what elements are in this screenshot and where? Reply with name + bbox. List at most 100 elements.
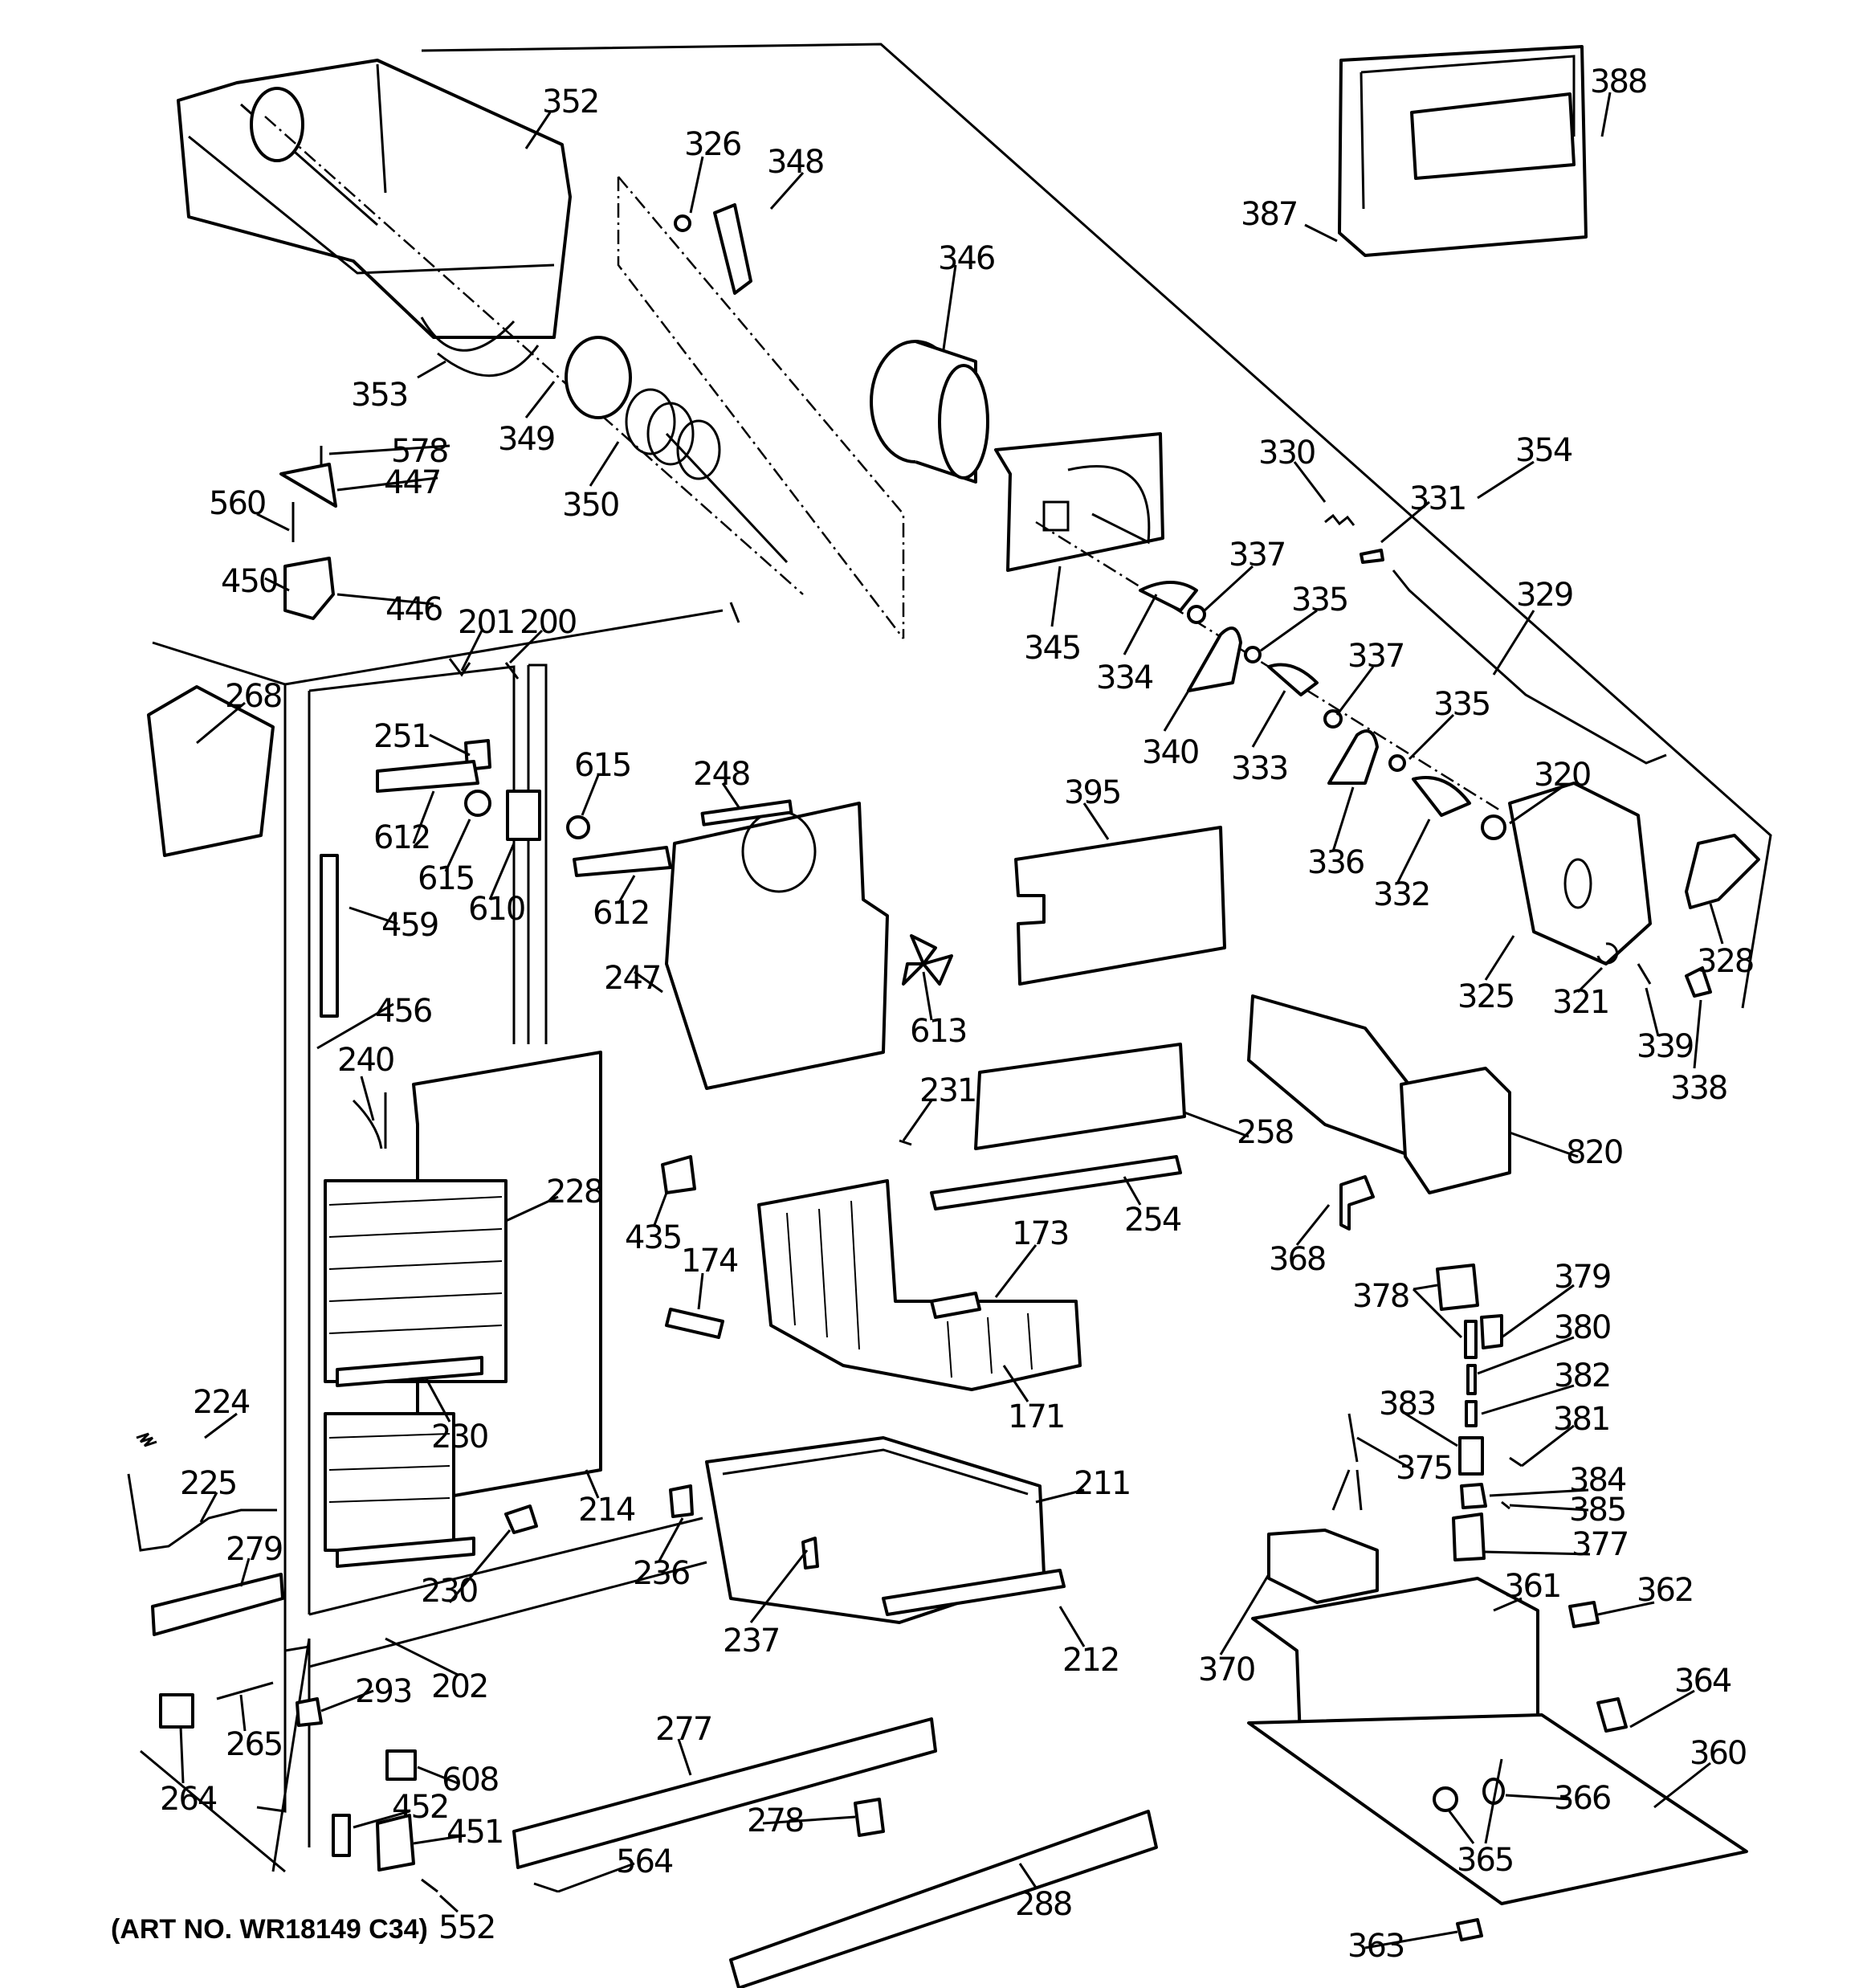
ice-bucket-352[interactable]: [177, 59, 572, 352]
bracket-377[interactable]: [1452, 1512, 1486, 1561]
label-615-b: 615: [418, 860, 474, 897]
bottom-rail-277[interactable]: [512, 1717, 937, 1869]
fan-motor-610[interactable]: [506, 790, 541, 841]
solenoid-378[interactable]: [1436, 1263, 1479, 1311]
defrost-heater-bracket-230-b[interactable]: [336, 1537, 475, 1568]
blade-332[interactable]: [1412, 776, 1471, 817]
clip-362[interactable]: [1568, 1601, 1600, 1628]
spring-224[interactable]: [136, 1432, 157, 1447]
crusher-housing-346[interactable]: [870, 340, 989, 484]
basket-stop-174[interactable]: [665, 1308, 724, 1339]
bin-trim-212[interactable]: [882, 1569, 1066, 1616]
spring-330[interactable]: [1324, 513, 1355, 526]
auger-axis: [264, 116, 804, 595]
cap-384[interactable]: [1460, 1483, 1487, 1509]
solenoid-link-331[interactable]: [1360, 549, 1384, 564]
screw-231[interactable]: [899, 1139, 912, 1146]
spacer-337-a[interactable]: [1187, 605, 1206, 624]
drain-tube-225[interactable]: [127, 1473, 277, 1552]
fan-blade-613[interactable]: [902, 934, 953, 986]
shield-395[interactable]: [1014, 826, 1226, 986]
pin-381[interactable]: [1509, 1456, 1523, 1468]
blade-334[interactable]: [1139, 581, 1198, 612]
label-362: 362: [1637, 1572, 1693, 1609]
channel-459[interactable]: [320, 854, 339, 1018]
top-hinge-446[interactable]: [283, 557, 335, 620]
motor-mount-plate-360[interactable]: [1247, 1713, 1748, 1905]
motor-bracket-612-b[interactable]: [573, 846, 672, 877]
bushing-320[interactable]: [1481, 814, 1506, 840]
actuator-rod-329[interactable]: [1392, 569, 1667, 765]
label-329: 329: [1516, 577, 1572, 614]
plunger-380-pin[interactable]: [1466, 1364, 1477, 1395]
bottom-hinge-451[interactable]: [376, 1814, 415, 1872]
harness-375[interactable]: [1331, 1413, 1363, 1511]
e-ring-321[interactable]: [1596, 942, 1619, 965]
retainer-clip-326[interactable]: [674, 214, 691, 232]
washer-335-a[interactable]: [1244, 646, 1262, 663]
screw-552[interactable]: [421, 1878, 438, 1893]
air-duct-seal-248[interactable]: [700, 799, 793, 827]
blade-340[interactable]: [1187, 627, 1242, 692]
blade-336[interactable]: [1327, 729, 1379, 785]
bin-support-236[interactable]: [669, 1484, 694, 1518]
light-socket-frame-268[interactable]: [147, 685, 275, 857]
bumper-363[interactable]: [1456, 1918, 1483, 1941]
bucket-bail-353[interactable]: [437, 345, 540, 378]
sleeve-383[interactable]: [1458, 1436, 1484, 1476]
leveler-278[interactable]: [854, 1798, 885, 1837]
defrost-heater-bracket-230-a[interactable]: [336, 1356, 483, 1387]
label-335-b: 335: [1433, 686, 1490, 723]
clip-435[interactable]: [661, 1155, 696, 1194]
label-459: 459: [381, 907, 438, 944]
auger-blade-348[interactable]: [713, 203, 752, 295]
grommet-365[interactable]: [1433, 1786, 1458, 1812]
auger-bearing-349[interactable]: [565, 336, 632, 419]
icemaker-820[interactable]: [1247, 994, 1511, 1194]
blade-333[interactable]: [1267, 663, 1319, 696]
auger-spiral-350[interactable]: [625, 388, 789, 564]
label-325: 325: [1457, 978, 1514, 1015]
grommet-615-a[interactable]: [464, 790, 491, 817]
roller-264[interactable]: [159, 1693, 194, 1729]
dispenser-door-388[interactable]: [1410, 92, 1576, 180]
thermostat-240[interactable]: [352, 1092, 387, 1149]
rail-279[interactable]: [151, 1573, 284, 1636]
air-duct-housing-247[interactable]: [665, 802, 889, 1090]
chute-door-338[interactable]: [1685, 966, 1712, 998]
grommet-615-b[interactable]: [566, 815, 590, 839]
plunger-380[interactable]: [1464, 1320, 1478, 1359]
label-340: 340: [1142, 734, 1198, 771]
toe-grille-288[interactable]: [729, 1810, 1158, 1988]
shelf-trim-254[interactable]: [930, 1155, 1182, 1210]
auger-motor-370[interactable]: [1267, 1529, 1379, 1604]
washer-335-b[interactable]: [1388, 754, 1406, 772]
basket-stop-173[interactable]: [930, 1292, 981, 1319]
auger-motor-housing-325[interactable]: [1508, 782, 1652, 965]
hinge-cover-447[interactable]: [279, 463, 337, 508]
label-214: 214: [578, 1492, 635, 1529]
evaporator-228[interactable]: [324, 1179, 508, 1552]
bin-latch-237[interactable]: [801, 1537, 819, 1570]
label-560: 560: [209, 485, 265, 522]
label-333: 333: [1231, 750, 1287, 787]
wire-basket-171[interactable]: [757, 1179, 1082, 1391]
cam-293[interactable]: [296, 1697, 323, 1727]
bracket-368[interactable]: [1339, 1175, 1375, 1231]
roller-axle-265[interactable]: [216, 1681, 274, 1700]
switch-608[interactable]: [385, 1749, 417, 1781]
label-258: 258: [1237, 1114, 1293, 1151]
screw-564[interactable]: [533, 1882, 559, 1893]
bearing-364[interactable]: [1596, 1697, 1628, 1733]
label-385: 385: [1569, 1492, 1625, 1529]
pin-339[interactable]: [1637, 963, 1652, 985]
cover-258[interactable]: [974, 1043, 1186, 1150]
spring-382[interactable]: [1465, 1400, 1478, 1427]
crusher-plate-345[interactable]: [994, 432, 1164, 572]
cover-379[interactable]: [1480, 1314, 1503, 1349]
motor-bracket-612-a[interactable]: [376, 760, 479, 793]
shim-452[interactable]: [332, 1814, 351, 1857]
ice-chute-328[interactable]: [1685, 834, 1760, 909]
pin-385[interactable]: [1501, 1500, 1510, 1510]
defrost-bracket-small[interactable]: [504, 1504, 538, 1534]
